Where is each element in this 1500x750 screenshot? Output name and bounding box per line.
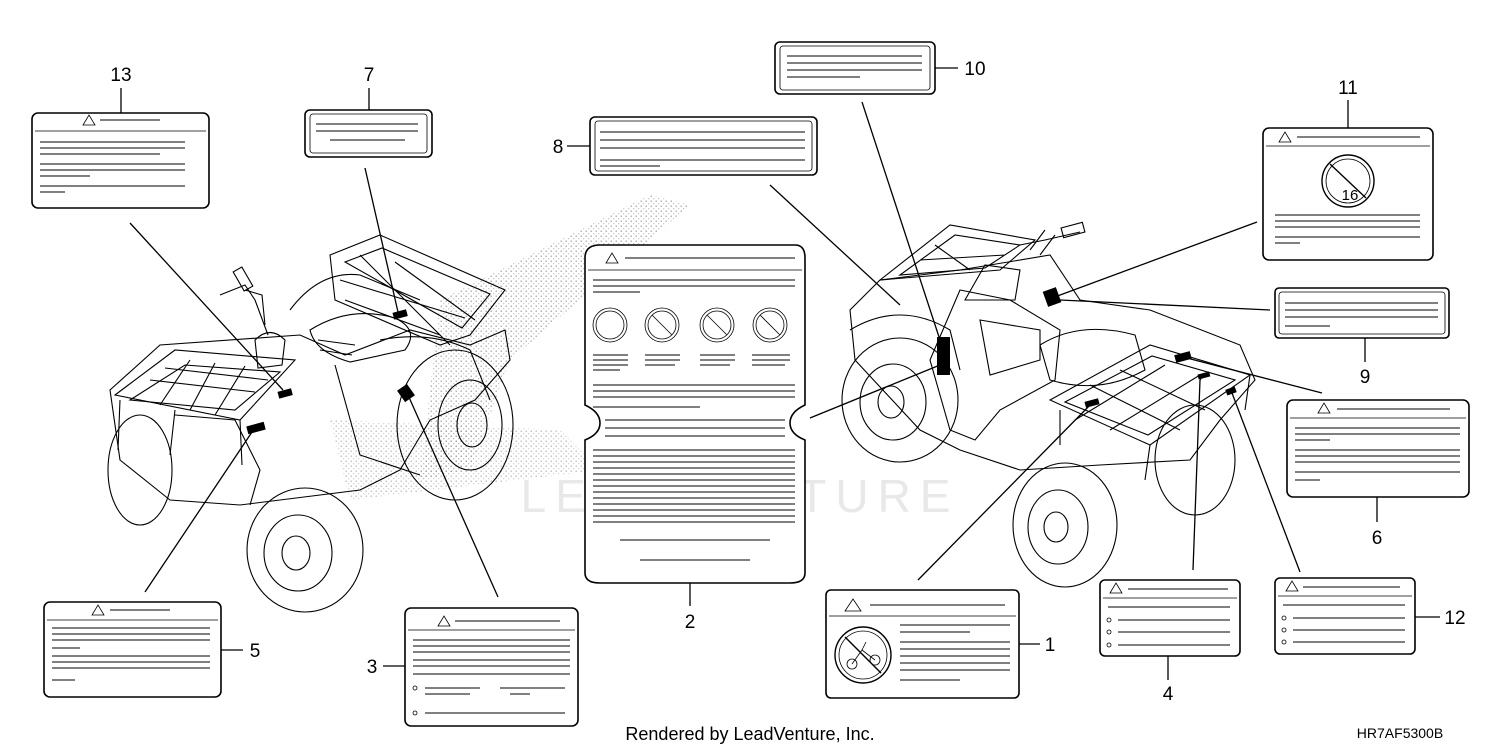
label-9 (1274, 287, 1450, 339)
label-6 (1286, 399, 1470, 498)
callout-1: 1 (1045, 635, 1056, 656)
label-1 (825, 589, 1020, 699)
label-13 (31, 112, 210, 209)
callout-5: 5 (250, 641, 261, 662)
callout-7: 7 (364, 65, 375, 86)
callout-4: 4 (1163, 684, 1174, 705)
callout-10: 10 (964, 59, 985, 80)
callout-12: 12 (1444, 608, 1465, 629)
callout-13: 13 (110, 65, 131, 86)
callout-8: 8 (553, 137, 564, 158)
label-2 (584, 244, 806, 584)
callout-6: 6 (1372, 528, 1383, 549)
callout-3: 3 (367, 657, 378, 678)
label-4 (1099, 579, 1241, 657)
label-3 (404, 607, 579, 727)
atv-right-illustration (841, 221, 1256, 588)
label-12 (1274, 577, 1416, 655)
shading-beam-lower (330, 420, 600, 500)
callout-9: 9 (1360, 367, 1371, 388)
callout-11: 11 (1338, 78, 1358, 99)
age-restriction-text: 16 (1342, 187, 1359, 204)
label-7 (304, 109, 433, 158)
callout-2: 2 (685, 612, 696, 633)
label-10 (774, 41, 936, 95)
atv-left-illustration (107, 234, 514, 613)
label-11: 16 (1262, 127, 1434, 261)
rendered-by-credit: Rendered by LeadVenture, Inc. (625, 724, 874, 744)
label-8 (589, 116, 818, 176)
part-code: HR7AF5300B (1357, 725, 1443, 741)
label-5 (43, 601, 222, 698)
shading-beam (420, 195, 690, 480)
